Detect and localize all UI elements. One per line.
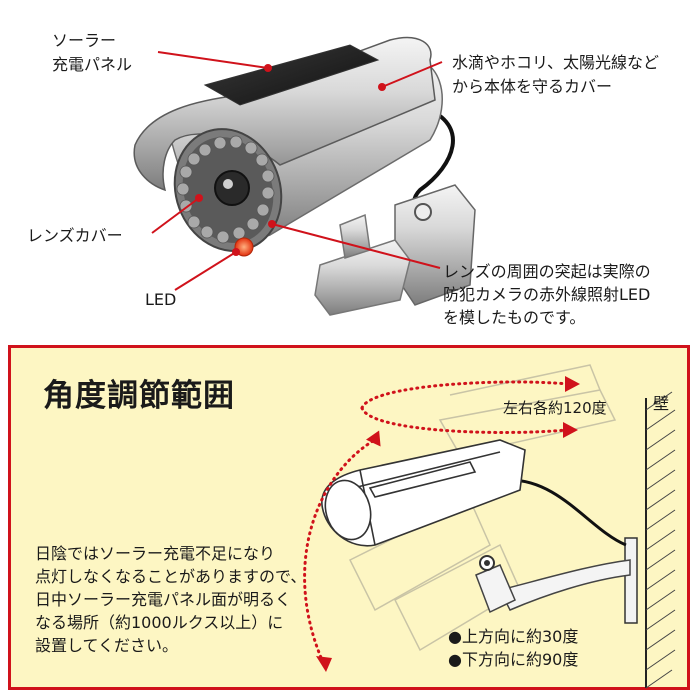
camera-body [133, 36, 443, 257]
placement-note: 日陰ではソーラー充電不足になり 点灯しなくなることがありますので、 日中ソーラー… [35, 542, 306, 657]
label-bumps-1: レンズの周囲の突起は実際の [443, 262, 651, 281]
note-line: なる場所（約1000ルクス以上）に [35, 613, 284, 632]
note-line: 日中ソーラー充電パネル面が明るく [35, 590, 292, 609]
wall [624, 391, 676, 689]
label-solar-panel-2: 充電パネル [52, 55, 133, 74]
callout-lines [151, 51, 443, 291]
down-angle-label: ●下方向に約90度 [448, 650, 579, 669]
note-line: 設置してください。 [35, 636, 179, 655]
label-led: LED [145, 290, 177, 309]
horizontal-rotation-arc [360, 376, 580, 438]
label-cover-1: 水滴やホコリ、太陽光線など [452, 53, 660, 72]
wall-label: 壁 [653, 394, 670, 413]
camera-illustration [133, 36, 476, 316]
camera-lens [214, 170, 250, 206]
label-cover-2: から本体を守るカバー [452, 77, 613, 96]
panel-title: 角度調節範囲 [43, 378, 235, 414]
horizontal-angle-label: 左右各約120度 [503, 399, 607, 417]
label-bumps-3: を模したものです。 [443, 308, 586, 327]
camera-outline [321, 439, 526, 547]
label-lens-cover: レンズカバー [27, 226, 123, 245]
note-line: 点灯しなくなることがありますので、 [35, 567, 307, 586]
vertical-rotation-arc [303, 430, 381, 672]
wall-bracket [314, 184, 476, 316]
callout-dots [195, 64, 386, 256]
note-line: 日陰ではソーラー充電不足になり [35, 544, 276, 563]
up-angle-label: ●上方向に約30度 [448, 627, 579, 646]
ir-led-bumps [176, 135, 275, 244]
solar-panel [203, 44, 380, 106]
label-solar-panel-1: ソーラー [52, 31, 117, 50]
label-bumps-2: 防犯カメラの赤外線照射LED [443, 285, 651, 304]
